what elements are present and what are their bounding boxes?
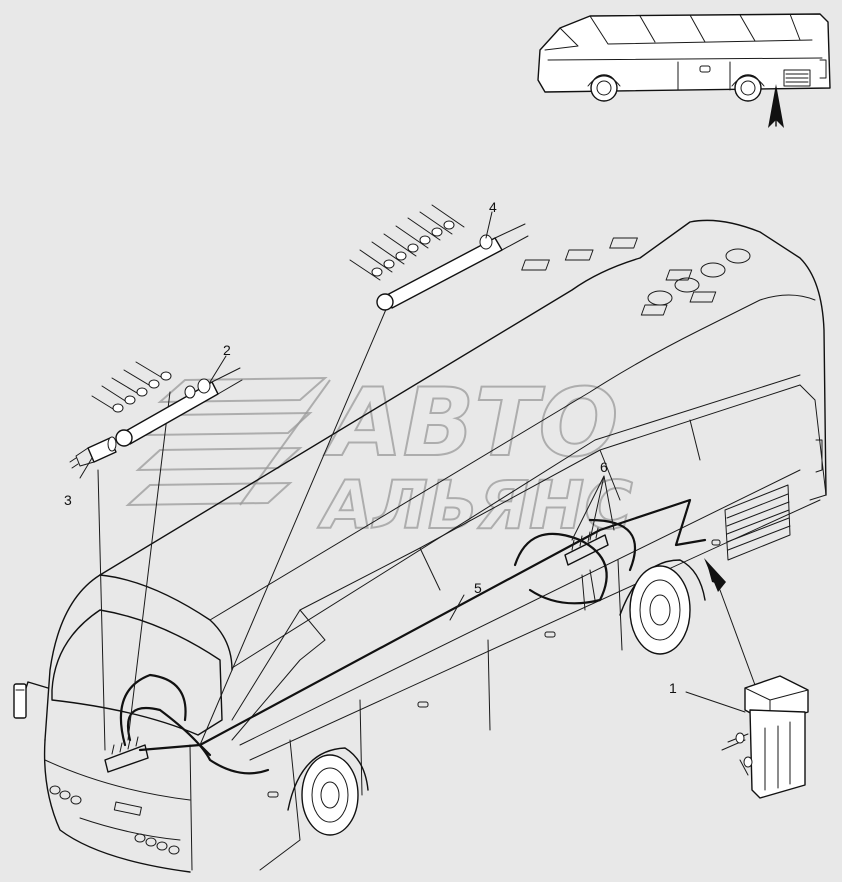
leader-lines	[97, 299, 756, 751]
wire-drop	[581, 569, 596, 611]
part-5-leader	[449, 594, 465, 621]
callout-5: 5	[474, 580, 482, 596]
part-1-control-unit	[685, 675, 809, 799]
location-arrow-main	[704, 558, 726, 592]
part-6-leaders	[571, 475, 615, 541]
headlights	[49, 785, 180, 855]
connector-block-front	[104, 736, 149, 773]
callout-2: 2	[223, 342, 231, 358]
part-4-connector-rail	[349, 204, 529, 311]
wiring-harness-5	[119, 498, 707, 775]
bus-side-view-inset	[537, 13, 831, 102]
callout-4: 4	[489, 199, 497, 215]
connector-block-rear	[564, 527, 609, 566]
callout-3: 3	[64, 492, 72, 508]
rear-vent-grille	[724, 484, 791, 561]
watermark-line2: АЛЬЯНС	[317, 467, 633, 544]
part-4-pins	[371, 220, 455, 277]
part-2-pins	[112, 371, 172, 413]
callout-1: 1	[669, 680, 677, 696]
bus-body	[13, 219, 827, 873]
front-wheel	[287, 747, 369, 836]
roof-hatches	[521, 237, 751, 316]
location-arrow-inset	[768, 84, 784, 128]
watermark-line1: АВТО	[323, 369, 618, 478]
callout-6: 6	[600, 459, 608, 475]
part-3-sensor-plug	[69, 436, 117, 479]
mirror	[13, 681, 49, 719]
part-2-connector-rail	[91, 355, 243, 447]
rear-wheel	[619, 559, 706, 655]
